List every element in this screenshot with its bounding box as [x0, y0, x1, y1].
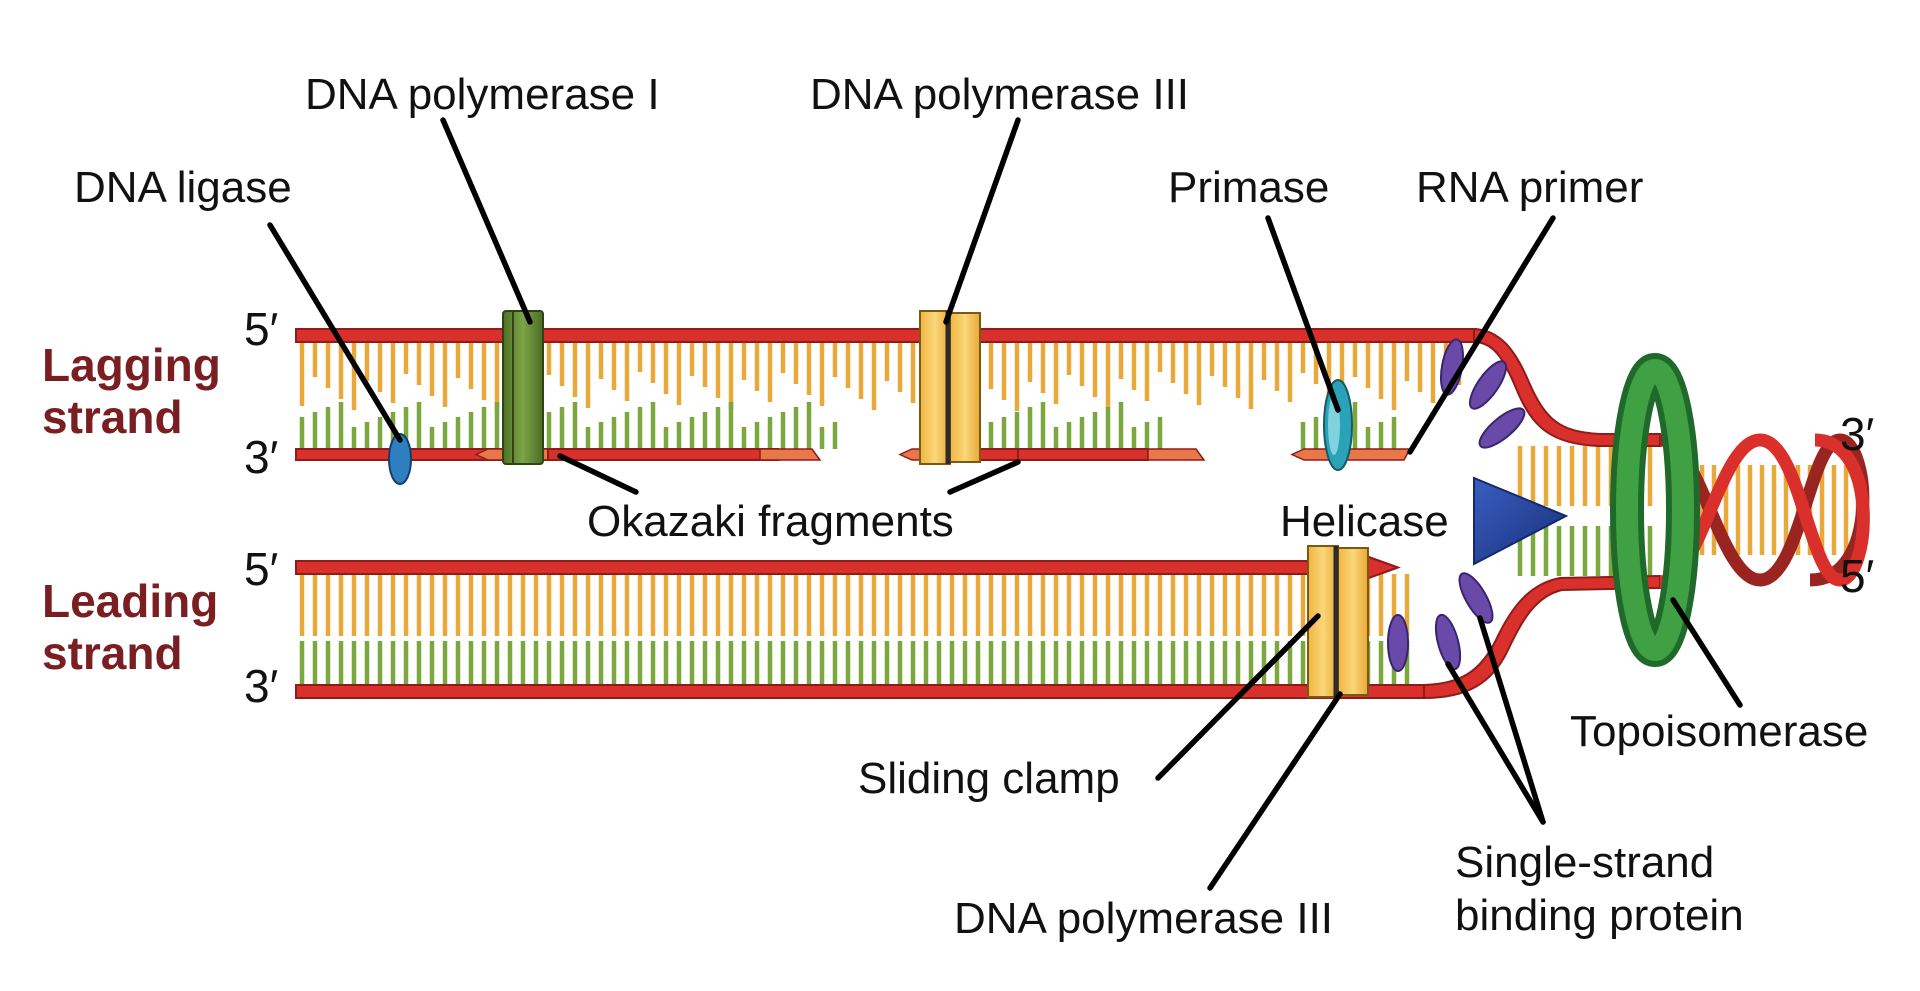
- helicase-shape: [1473, 476, 1569, 566]
- okazaki-fragments-label: Okazaki fragments: [587, 497, 954, 546]
- dna-ligase-label: DNA ligase: [74, 163, 292, 212]
- single-strand-binding-protein-label-line1: Single-strand: [1455, 838, 1714, 887]
- lagging-strand-label-line1: Lagging: [42, 339, 221, 391]
- dna-polymerase-iii-bottom-shape: [1307, 545, 1369, 698]
- sliding-clamp-label: Sliding clamp: [858, 754, 1120, 803]
- helix-5-prime-label: 5′: [1840, 550, 1874, 602]
- leading-3-prime-label: 3′: [244, 660, 278, 712]
- leading-strand: [295, 554, 1661, 700]
- leading-strand-label-line1: Leading: [42, 575, 218, 627]
- dna-polymerase-i-shape: [502, 310, 544, 465]
- okazaki-fragments: [295, 448, 1412, 461]
- lagging-5-prime-label: 5′: [244, 303, 278, 355]
- dna-polymerase-iii-bottom-label: DNA polymerase III: [954, 894, 1333, 943]
- helix-3-prime-label: 3′: [1840, 408, 1874, 460]
- dna-polymerase-iii-top-label: DNA polymerase III: [810, 70, 1189, 119]
- leader-lines: [267, 117, 1743, 891]
- primase-label: Primase: [1168, 163, 1329, 212]
- rna-primer-label: RNA primer: [1416, 163, 1643, 212]
- single-strand-binding-protein-label-line2: binding protein: [1455, 891, 1744, 940]
- leading-5-prime-label: 5′: [244, 543, 278, 595]
- leading-strand-label-line2: strand: [42, 627, 183, 679]
- parental-double-helix: [1658, 433, 1870, 589]
- dna-polymerase-i-label: DNA polymerase I: [305, 70, 660, 119]
- lagging-3-prime-label: 3′: [244, 431, 278, 483]
- lagging-strand-label-line2: strand: [42, 391, 183, 443]
- topoisomerase-shape: [1610, 353, 1700, 667]
- helicase-label: Helicase: [1280, 497, 1449, 546]
- single-strand-binding-proteins: [1387, 338, 1526, 672]
- base-pairs: [299, 342, 1861, 685]
- dna-polymerase-iii-top-shape: [919, 310, 981, 465]
- dna-ligase-shape: [388, 433, 412, 485]
- primase-shape: [1323, 379, 1353, 471]
- topoisomerase-label: Topoisomerase: [1570, 707, 1868, 756]
